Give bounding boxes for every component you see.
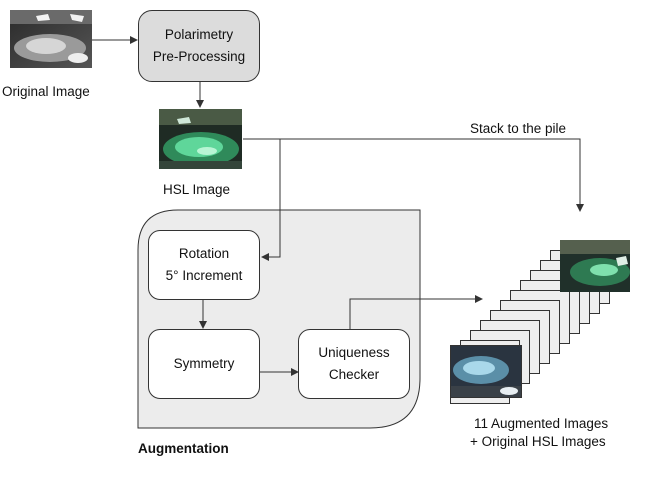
output-line-1: 11 Augmented Images xyxy=(474,416,609,431)
preprocessing-box: Polarimetry Pre-Processing xyxy=(138,10,260,82)
uniqueness-title: Uniqueness xyxy=(318,345,390,360)
uniqueness-subtitle: Checker xyxy=(328,367,380,382)
arrow-hsl-to-rotation xyxy=(243,138,281,261)
augmentation-title: Augmentation xyxy=(138,441,229,456)
arrow-hsl-to-pile xyxy=(280,138,584,212)
output-line-2: + Original HSL Images xyxy=(470,434,606,449)
original-image-label: Original Image xyxy=(2,84,90,99)
preprocessing-title: Polarimetry xyxy=(164,27,234,42)
rotation-increment: 5° Increment xyxy=(165,268,243,283)
arrow-uniqueness-to-pile xyxy=(349,295,483,330)
symmetry-box: Symmetry xyxy=(148,329,260,399)
augmented-sample-thumbnail xyxy=(450,345,522,398)
rotation-title: Rotation xyxy=(178,246,230,261)
preprocessing-subtitle: Pre-Processing xyxy=(152,49,246,64)
stack-label: Stack to the pile xyxy=(470,121,567,136)
symmetry-label: Symmetry xyxy=(173,356,235,371)
pile-top-thumbnail xyxy=(560,240,630,292)
original-image-thumbnail xyxy=(10,10,92,68)
rotation-box: Rotation 5° Increment xyxy=(148,230,260,300)
hsl-image-thumbnail xyxy=(159,109,242,169)
uniqueness-checker-box: Uniqueness Checker xyxy=(298,329,410,399)
hsl-image-label: HSL Image xyxy=(163,182,231,197)
